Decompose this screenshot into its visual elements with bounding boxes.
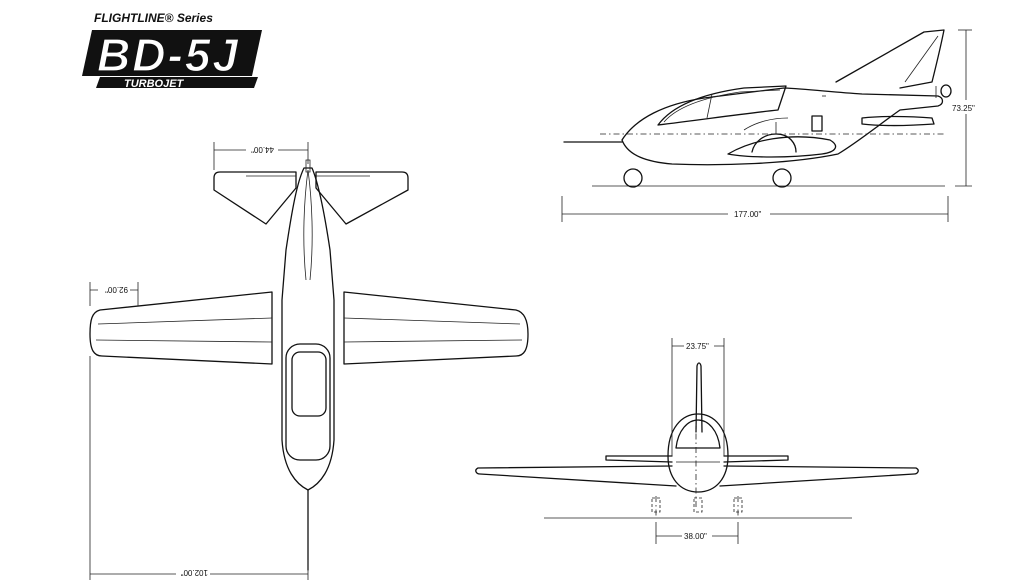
logo-engine-text: TURBOJET [124, 78, 185, 90]
top-aileron-label: 92.00" [105, 285, 128, 294]
logo-engine-bar [96, 77, 258, 88]
top-view: 44.00" 92.00" 102.00" [89, 142, 529, 580]
logo-model-text: BD-5J [97, 29, 240, 81]
top-tailplane-label: 44.00" [251, 145, 274, 154]
top-fuselage-label: 102.00" [181, 568, 208, 577]
logo-model-banner [82, 30, 262, 76]
front-fin-width-label: 23.75" [686, 342, 709, 351]
logo: FLIGHTLINE® Series BD-5J TURBOJET [82, 11, 262, 90]
side-view: 73.25" 177.00" [561, 29, 980, 222]
front-gear-track-label: 38.00" [684, 532, 707, 541]
side-height-label: 73.25" [952, 104, 975, 113]
side-length-label: 177.00" [734, 210, 761, 219]
front-view: 23.75" 38.00" [475, 338, 919, 544]
logo-series-text: FLIGHTLINE® Series [94, 11, 213, 25]
